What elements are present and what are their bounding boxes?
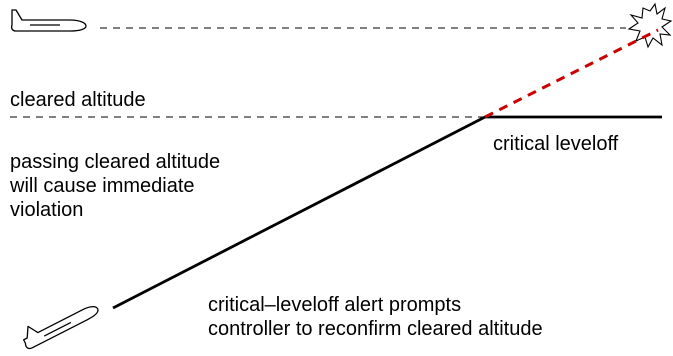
cleared-altitude-label: cleared altitude: [10, 89, 146, 111]
climb-path: [112, 115, 486, 310]
immediate-violation-label: passing cleared altitude will cause imme…: [10, 151, 221, 221]
critical-leveloff-label: critical leveloff: [493, 133, 619, 155]
airplane-icon: [22, 305, 99, 350]
projected-overshoot-path: [484, 28, 659, 119]
alert-prompt-label: critical–leveloff alert prompts controll…: [208, 294, 543, 340]
explosion-icon: [627, 2, 673, 49]
airplane-icon: [10, 9, 87, 32]
